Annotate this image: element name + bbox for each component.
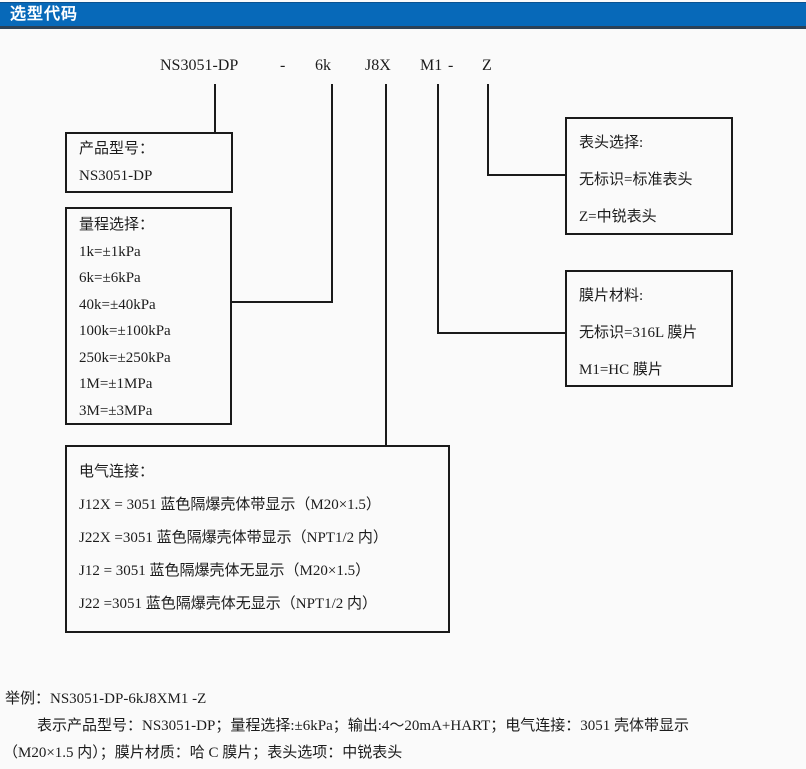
box-range-selection: 量程选择： 1k=±1kPa 6k=±6kPa 40k=±40kPa 100k=…	[65, 207, 232, 425]
section-header-bar: 选型代码	[0, 2, 806, 29]
box-range-option: 1k=±1kPa	[79, 243, 141, 260]
box-range-option: 40k=±40kPa	[79, 296, 156, 313]
example-description-cont: （M20×1.5 内）；膜片材质：哈 C 膜片；表头选项：中锐表头	[3, 745, 403, 761]
box-electrical-option: J12X = 3051 蓝色隔爆壳体带显示（M20×1.5）	[79, 497, 381, 513]
section-title: 选型代码	[10, 6, 79, 23]
box-display-option: Z=中锐表头	[579, 209, 657, 225]
connector-diaphragm-vertical	[437, 84, 439, 334]
connector-range-vertical	[331, 84, 333, 303]
code-segment-dash-1: -	[280, 57, 286, 74]
box-diaphragm-option: M1=HC 膜片	[579, 362, 663, 378]
connector-diaphragm-horizontal	[437, 332, 565, 334]
box-product-model: 产品型号： NS3051-DP	[65, 132, 233, 193]
box-range-option: 250k=±250kPa	[79, 349, 171, 366]
box-electrical-connection: 电气连接： J12X = 3051 蓝色隔爆壳体带显示（M20×1.5） J22…	[65, 445, 450, 633]
example-code-line: 举例：NS3051-DP-6kJ8XM1 -Z	[5, 691, 207, 707]
connector-display-horizontal	[487, 174, 565, 176]
code-segment-range: 6k	[315, 57, 331, 74]
box-electrical-title: 电气连接：	[79, 464, 155, 480]
connector-electrical-vertical	[385, 84, 387, 445]
code-segment-display: Z	[482, 57, 492, 74]
connector-product-vertical	[214, 84, 216, 132]
box-range-option: 3M=±3MPa	[79, 402, 153, 419]
box-display-option: 无标识=标准表头	[579, 172, 693, 188]
box-electrical-option: J22X =3051 蓝色隔爆壳体带显示（NPT1/2 内）	[79, 530, 388, 546]
box-electrical-option: J12 = 3051 蓝色隔爆壳体无显示（M20×1.5）	[79, 563, 371, 579]
box-diaphragm-option: 无标识=316L 膜片	[579, 325, 698, 341]
connector-range-horizontal	[232, 301, 333, 303]
code-segment-diaphragm: M1	[420, 57, 443, 74]
code-segment-dash-2: -	[448, 57, 454, 74]
connector-display-vertical	[487, 84, 489, 176]
code-segment-model: NS3051-DP	[160, 57, 239, 74]
box-range-option: 1M=±1MPa	[79, 376, 153, 392]
box-product-title: 产品型号：	[79, 141, 155, 157]
code-segment-electrical: J8X	[365, 57, 391, 74]
box-diaphragm-title: 膜片材料:	[579, 288, 644, 304]
example-description-line: 表示产品型号：NS3051-DP；量程选择:±6kPa；输出:4～20mA+HA…	[37, 718, 690, 734]
box-range-option: 6k=±6kPa	[79, 270, 141, 286]
box-electrical-option: J22 =3051 蓝色隔爆壳体无显示（NPT1/2 内）	[79, 596, 378, 612]
box-product-value: NS3051-DP	[79, 168, 153, 184]
box-range-option: 100k=±100kPa	[79, 323, 171, 339]
box-diaphragm-material: 膜片材料: 无标识=316L 膜片 M1=HC 膜片	[565, 270, 733, 387]
box-range-title: 量程选择：	[79, 217, 155, 233]
box-display-selection: 表头选择: 无标识=标准表头 Z=中锐表头	[565, 117, 733, 235]
box-display-title: 表头选择:	[579, 135, 644, 151]
